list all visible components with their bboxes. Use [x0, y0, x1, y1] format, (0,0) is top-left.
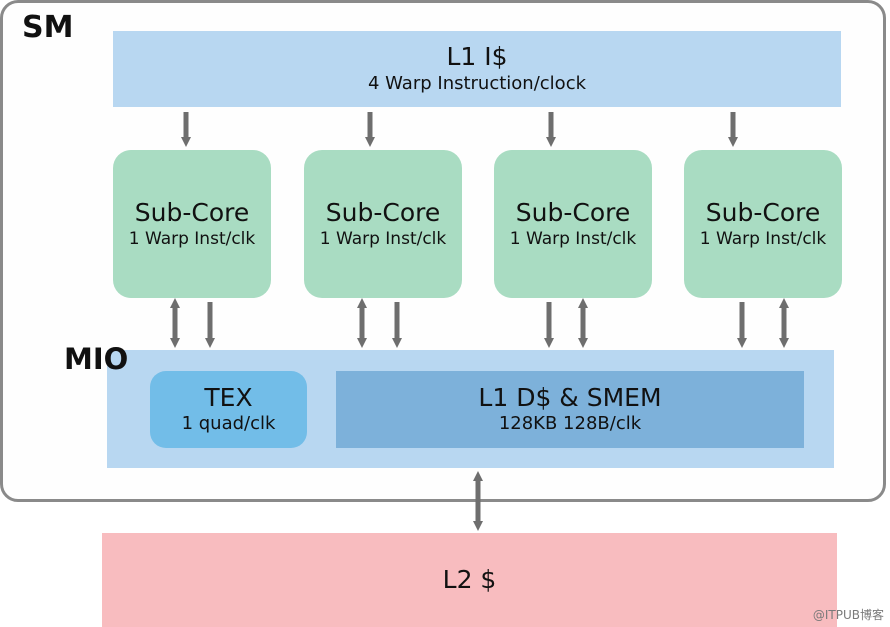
l1-instruction-cache: L1 I$ 4 Warp Instruction/clock: [113, 31, 841, 107]
sub-core-subtitle: 1 Warp Inst/clk: [699, 228, 827, 249]
tex-unit: TEX 1 quad/clk: [150, 371, 307, 448]
sub-core-subtitle: 1 Warp Inst/clk: [128, 228, 256, 249]
sub-core-3: Sub-Core 1 Warp Inst/clk: [494, 150, 652, 298]
l1-icache-subtitle: 4 Warp Instruction/clock: [367, 72, 587, 94]
sub-core-4: Sub-Core 1 Warp Inst/clk: [684, 150, 842, 298]
tex-subtitle: 1 quad/clk: [181, 413, 276, 435]
mio-label: MIO: [64, 342, 129, 376]
sub-core-title: Sub-Core: [705, 198, 821, 228]
watermark: @ITPUB博客: [812, 608, 884, 622]
l2-cache-title: L2 $: [442, 565, 497, 595]
l1-data-cache-smem: L1 D$ & SMEM 128KB 128B/clk: [336, 371, 804, 448]
tex-title: TEX: [204, 382, 253, 412]
l1-dcache-subtitle: 128KB 128B/clk: [498, 413, 642, 435]
sub-core-title: Sub-Core: [325, 198, 441, 228]
sub-core-subtitle: 1 Warp Inst/clk: [509, 228, 637, 249]
sm-label: SM: [22, 10, 74, 45]
sub-core-2: Sub-Core 1 Warp Inst/clk: [304, 150, 462, 298]
sub-core-title: Sub-Core: [515, 198, 631, 228]
sub-core-subtitle: 1 Warp Inst/clk: [319, 228, 447, 249]
l2-cache: L2 $: [102, 533, 837, 627]
sub-core-1: Sub-Core 1 Warp Inst/clk: [113, 150, 271, 298]
l1-dcache-title: L1 D$ & SMEM: [478, 382, 662, 412]
l1-icache-title: L1 I$: [446, 42, 508, 72]
sub-core-title: Sub-Core: [134, 198, 250, 228]
